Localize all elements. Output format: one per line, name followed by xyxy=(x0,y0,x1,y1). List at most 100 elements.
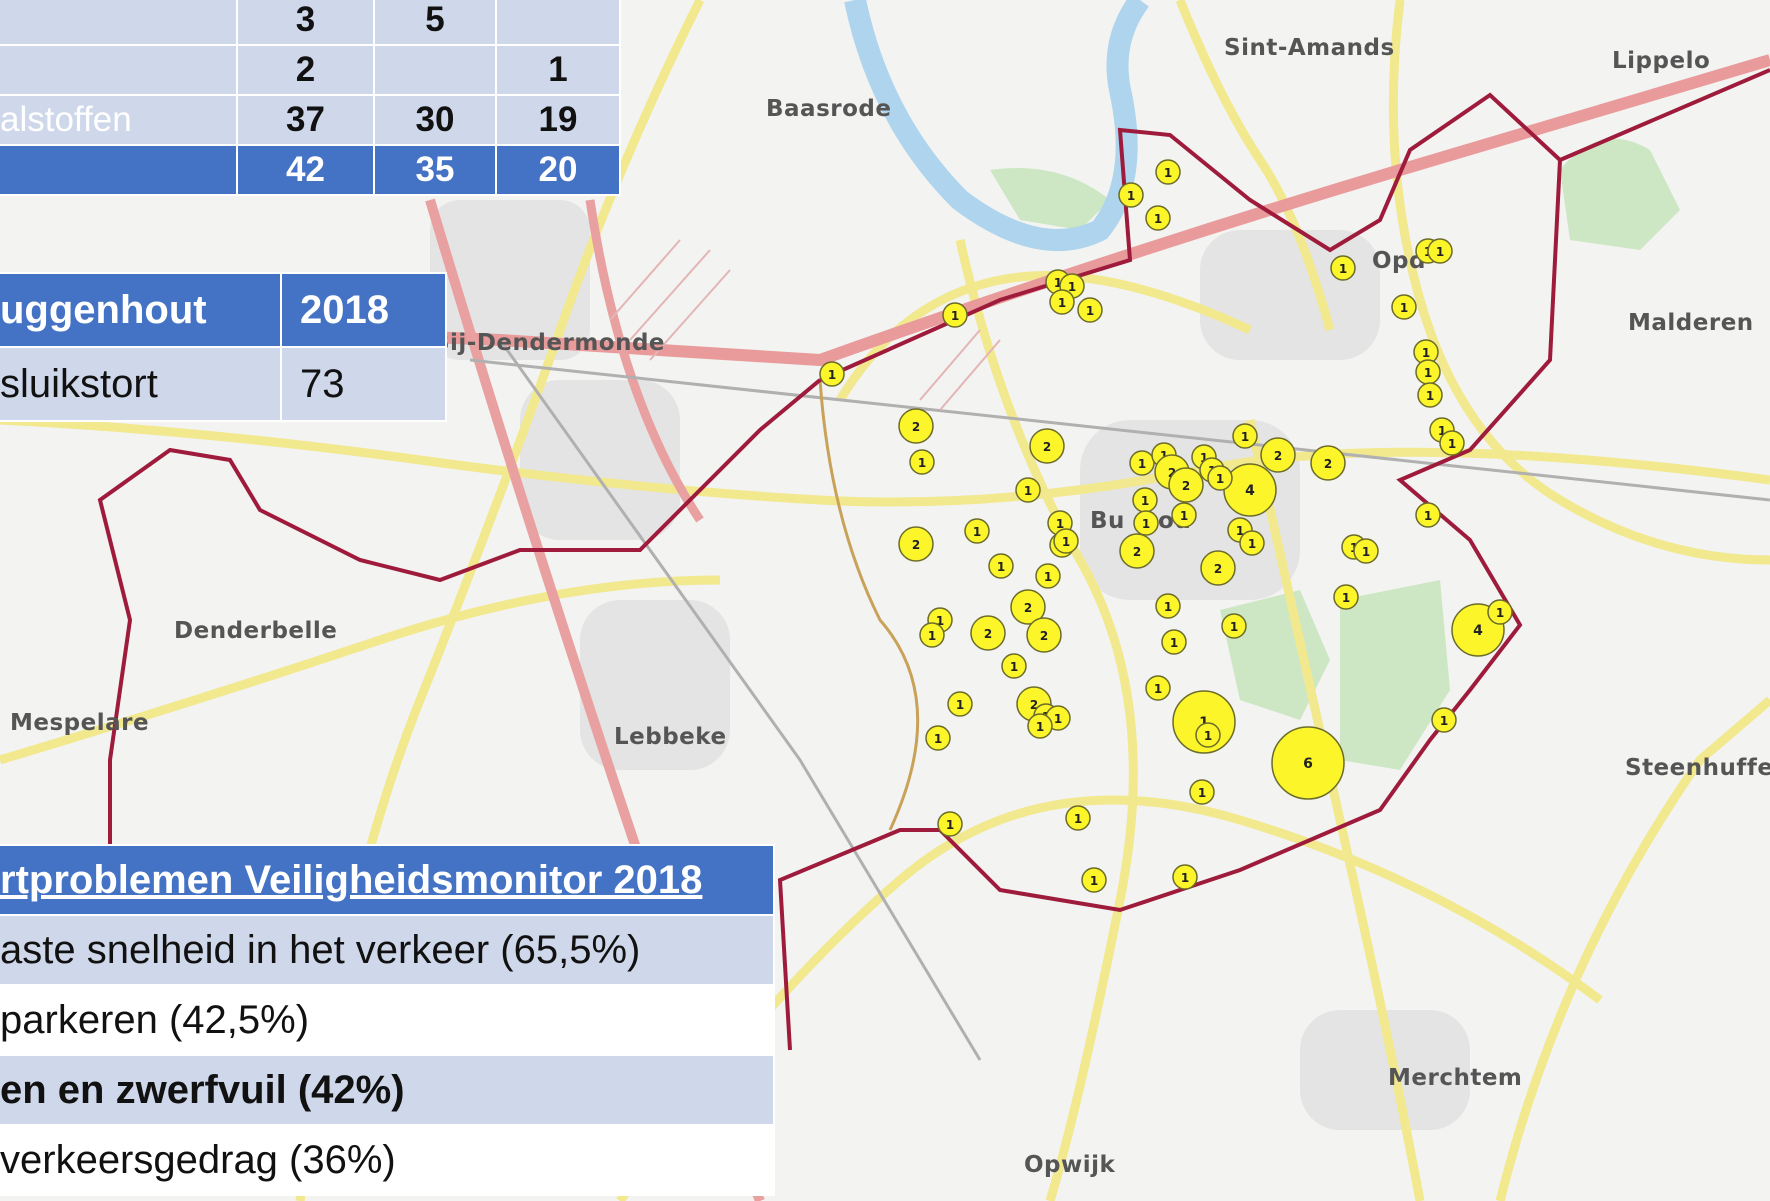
incident-marker[interactable]: 1 xyxy=(1035,563,1061,589)
place-sint-amands: Sint-Amands xyxy=(1224,35,1395,61)
incident-marker[interactable]: 1 xyxy=(1129,450,1155,476)
incident-marker[interactable]: 1 xyxy=(1221,613,1247,639)
incident-marker[interactable]: 4 xyxy=(1223,463,1277,517)
marker-count: 2 xyxy=(984,627,992,641)
incident-marker[interactable]: 1 xyxy=(1391,294,1417,320)
incident-marker[interactable]: 1 xyxy=(819,361,845,387)
incident-marker[interactable]: 2 xyxy=(1310,445,1346,481)
incident-marker[interactable]: 1 xyxy=(1171,502,1197,528)
incident-marker[interactable]: 1 xyxy=(1232,423,1258,449)
marker-circle xyxy=(1010,589,1046,625)
sluikstort-table: uggenhout 2018 sluikstort 73 xyxy=(0,272,447,422)
incident-marker[interactable]: 1 xyxy=(1133,510,1159,536)
incident-marker[interactable]: 1 xyxy=(1053,528,1079,554)
incident-marker[interactable]: 1 xyxy=(1027,713,1053,739)
incident-marker[interactable]: 1 xyxy=(1077,297,1103,323)
incident-marker[interactable]: 1 xyxy=(1207,465,1233,491)
incident-marker[interactable]: 6 xyxy=(1271,726,1345,800)
incident-marker[interactable]: 1 xyxy=(1172,864,1198,890)
marker-count: 1 xyxy=(1154,212,1162,226)
marker-circle xyxy=(1145,675,1171,701)
incident-marker[interactable]: 1 xyxy=(942,302,968,328)
incident-marker[interactable]: 1 xyxy=(1065,805,1091,831)
incident-marker[interactable]: 2 xyxy=(1119,533,1155,569)
incident-marker[interactable]: 1 xyxy=(1155,159,1181,185)
incident-marker[interactable]: 1 xyxy=(1353,538,1379,564)
marker-circle xyxy=(1015,477,1041,503)
place-lippelo: Lippelo xyxy=(1612,48,1710,74)
incident-marker[interactable]: 1 xyxy=(1049,289,1075,315)
incident-marker[interactable]: 1 xyxy=(947,691,973,717)
incident-marker[interactable]: 1 xyxy=(1333,584,1359,610)
marker-circle xyxy=(1391,294,1417,320)
table-row: 3 5 xyxy=(0,0,621,46)
incident-marker[interactable]: 2 xyxy=(898,526,934,562)
problem-item: parkeren (42,5%) xyxy=(0,984,775,1056)
incident-marker[interactable]: 1 xyxy=(1081,867,1107,893)
incident-marker[interactable]: 1 xyxy=(1417,382,1443,408)
incident-marker[interactable]: 1 xyxy=(1330,255,1356,281)
urban-areas xyxy=(430,200,1470,1130)
incident-marker[interactable]: 1 xyxy=(1431,707,1457,733)
green-areas xyxy=(990,138,1680,770)
incident-marker[interactable]: 1 xyxy=(919,622,945,648)
incident-marker[interactable]: 1 xyxy=(1189,779,1215,805)
marker-count: 2 xyxy=(1324,457,1332,471)
marker-count: 1 xyxy=(928,629,936,643)
incident-marker[interactable]: 1 xyxy=(1195,722,1221,748)
incident-marker[interactable]: 1 xyxy=(1132,487,1158,513)
incident-marker[interactable]: 1 xyxy=(1415,359,1441,385)
marker-circle xyxy=(819,361,845,387)
incident-marker[interactable]: 1 xyxy=(964,518,990,544)
table-row: alstoffen 37 30 19 xyxy=(0,94,621,146)
place-steenhuffel: Steenhuffel xyxy=(1625,755,1770,781)
marker-circle xyxy=(1168,467,1204,503)
incident-marker[interactable]: 1 xyxy=(1118,182,1144,208)
marker-circle xyxy=(1119,533,1155,569)
marker-circle xyxy=(1081,867,1107,893)
row-label xyxy=(0,44,238,96)
incident-marker[interactable]: 1 xyxy=(1415,502,1441,528)
incident-marker[interactable]: 2 xyxy=(970,615,1006,651)
marker-count: 4 xyxy=(1245,483,1255,499)
incident-marker[interactable]: 1 xyxy=(1427,238,1453,264)
incident-marker[interactable]: 2 xyxy=(1010,589,1046,625)
incident-marker[interactable]: 2 xyxy=(1026,617,1062,653)
marker-count: 1 xyxy=(1424,509,1432,523)
marker-circle xyxy=(1330,255,1356,281)
incident-marker[interactable]: 1 xyxy=(1155,593,1181,619)
incident-marker[interactable]: 2 xyxy=(1200,550,1236,586)
incident-marker[interactable]: 1 xyxy=(1015,477,1041,503)
table-row: 2 1 xyxy=(0,44,621,96)
cell xyxy=(373,44,497,96)
incident-marker[interactable]: 1 xyxy=(1487,599,1513,625)
incident-marker[interactable]: 1 xyxy=(1001,653,1027,679)
incident-marker[interactable]: 1 xyxy=(1439,430,1465,456)
incident-marker[interactable]: 2 xyxy=(1260,437,1296,473)
incident-marker[interactable]: 1 xyxy=(1161,629,1187,655)
marker-count: 1 xyxy=(1164,166,1172,180)
incident-marker[interactable]: 1 xyxy=(1239,530,1265,556)
cell: 3 xyxy=(236,0,375,46)
marker-count: 1 xyxy=(1056,517,1064,531)
marker-circle xyxy=(898,526,934,562)
incident-marker[interactable]: 1 xyxy=(925,725,951,751)
incident-marker[interactable]: 2 xyxy=(1029,428,1065,464)
marker-circle xyxy=(1077,297,1103,323)
incident-marker[interactable]: 1 xyxy=(1145,675,1171,701)
marker-circle xyxy=(1439,430,1465,456)
incident-marker[interactable]: 1 xyxy=(909,449,935,475)
incident-marker[interactable]: 1 xyxy=(988,553,1014,579)
incident-marker[interactable]: 2 xyxy=(1168,467,1204,503)
marker-circle xyxy=(1133,510,1159,536)
place-malderen: Malderen xyxy=(1628,310,1754,336)
incident-marker[interactable]: 1 xyxy=(1145,205,1171,231)
marker-count: 1 xyxy=(1198,786,1206,800)
marker-count: 2 xyxy=(1133,545,1141,559)
incident-marker[interactable]: 2 xyxy=(898,408,934,444)
marker-circle xyxy=(1171,502,1197,528)
marker-count: 1 xyxy=(1068,280,1076,294)
marker-count: 1 xyxy=(1170,636,1178,650)
marker-count: 1 xyxy=(1154,682,1162,696)
incident-marker[interactable]: 1 xyxy=(937,811,963,837)
